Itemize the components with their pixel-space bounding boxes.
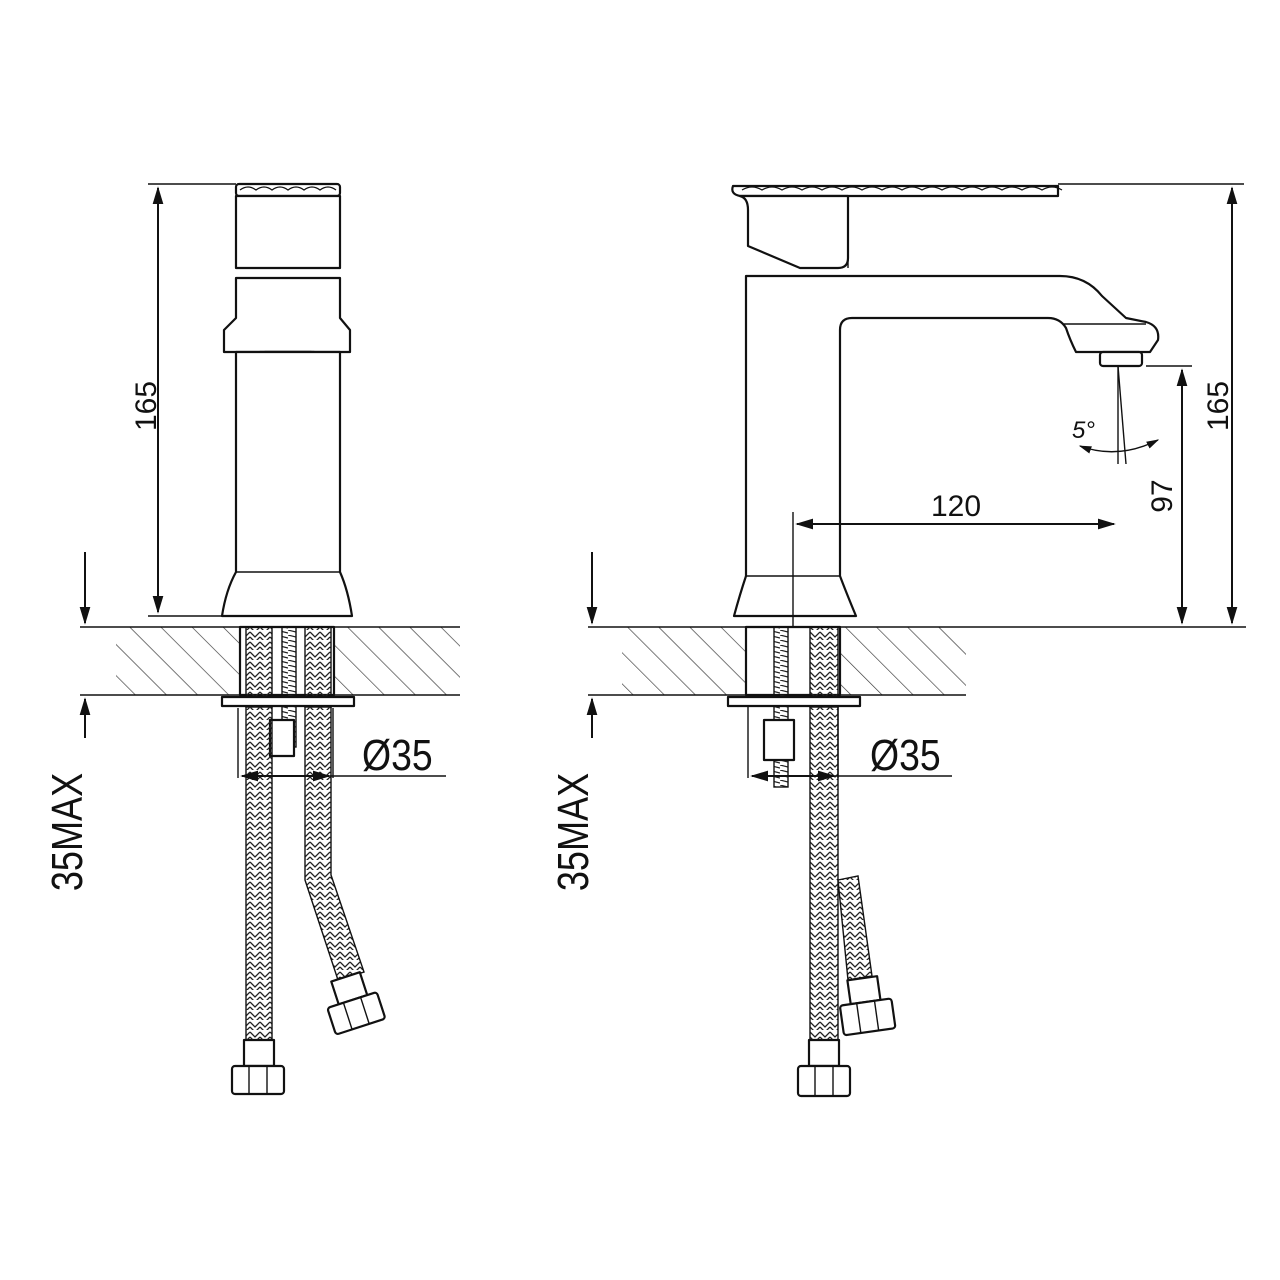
front-height-dimension: 165 [1202,381,1235,431]
front-hole-diameter: Ø35 [870,730,941,780]
hose-right [304,705,365,981]
flow-angle: 5° [1072,417,1095,444]
hose-front [809,705,839,1041]
faucet-body [220,350,354,618]
hose-connector-back [839,975,897,1037]
side-hole-diameter: Ø35 [362,730,433,780]
cartridge-housing [222,276,352,354]
lever-handle [731,184,1063,270]
hose-top [809,626,839,708]
side-view: 165 35MAX Ø35 [43,182,460,1096]
hose-back [837,875,873,981]
aerator [1098,350,1144,368]
fixing-nut [268,718,296,758]
front-max-thickness: 35MAX [549,773,598,891]
lever-handle [234,182,342,270]
front-spout-reach: 120 [931,490,981,523]
front-spout-height: 97 [1146,479,1179,512]
hose-connector-right [326,971,386,1035]
hose-left [245,705,273,1041]
side-height-dimension: 165 [130,381,163,431]
hose-connector-front [796,1038,852,1098]
front-view: 165 97 5° 120 35MAX Ø35 [549,183,1246,1098]
mounting-plate [726,695,862,708]
fixing-nut [762,718,796,762]
hose-right-top [304,626,332,708]
side-max-thickness: 35MAX [43,773,92,891]
hose-left-top [245,626,273,708]
hose-connector-left [230,1038,286,1096]
mounting-plate [220,695,356,708]
faucet-body-spout [732,274,1160,618]
